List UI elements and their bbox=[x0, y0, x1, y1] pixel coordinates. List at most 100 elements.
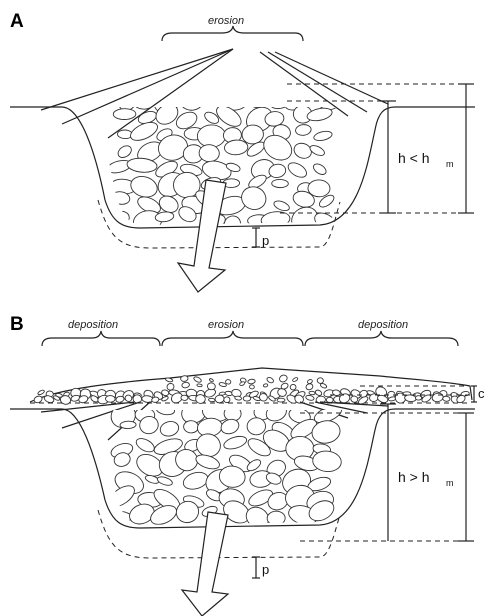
side-label-c: c bbox=[478, 386, 485, 401]
sediment-clast bbox=[113, 109, 136, 120]
sediment-clast bbox=[267, 511, 285, 526]
sediment-clast bbox=[312, 162, 328, 177]
sediment-clast bbox=[197, 384, 203, 387]
deposition-right-label: deposition bbox=[358, 319, 408, 331]
panel-a: A erosion h < h m bbox=[10, 11, 475, 292]
sediment-clast bbox=[195, 88, 202, 94]
deposition-brace-right bbox=[305, 331, 458, 346]
sediment-clast bbox=[278, 77, 285, 83]
sediment-clast bbox=[266, 376, 274, 383]
sediment-clast bbox=[314, 389, 322, 397]
sediment-clast bbox=[224, 397, 230, 403]
sediment-clast bbox=[256, 76, 268, 86]
sediment-clast bbox=[285, 59, 295, 66]
depth-label-b: h > h bbox=[398, 469, 430, 485]
sediment-clast bbox=[156, 475, 173, 487]
sediment-clast bbox=[224, 62, 233, 68]
sediment-clast bbox=[196, 85, 224, 109]
sediment-clast bbox=[269, 69, 275, 74]
sediment-clast bbox=[253, 66, 261, 74]
sediment-clast bbox=[415, 396, 421, 400]
sediment-clast bbox=[283, 82, 295, 93]
erosion-brace-b bbox=[162, 331, 303, 346]
sediment-clast bbox=[209, 378, 214, 382]
sediment-clast bbox=[245, 86, 252, 92]
sediment-clast bbox=[222, 213, 244, 234]
sediment-clast bbox=[236, 75, 246, 85]
sediment-clast bbox=[215, 76, 225, 85]
sediment-clast bbox=[222, 434, 248, 451]
sediment-clast bbox=[159, 420, 181, 439]
sediment-clast bbox=[37, 389, 45, 395]
sediment-clast bbox=[278, 374, 288, 383]
sediment-clast bbox=[213, 84, 223, 91]
sediment-clast bbox=[132, 96, 153, 111]
sediment-clast bbox=[268, 78, 276, 83]
erosion-label-b: erosion bbox=[208, 319, 244, 331]
sediment-clast bbox=[308, 144, 326, 158]
sediment-clast bbox=[305, 383, 314, 391]
erosion-brace-a bbox=[162, 26, 303, 41]
sediment-clast bbox=[207, 67, 216, 75]
sediment-clast bbox=[244, 76, 255, 85]
sediment-clast bbox=[283, 76, 293, 84]
panel-a-letter: A bbox=[10, 11, 24, 32]
sediment-clast bbox=[177, 75, 184, 80]
sediment-clast bbox=[134, 436, 156, 455]
p-label-b: p bbox=[262, 562, 269, 577]
sediment-clast bbox=[442, 396, 450, 402]
sediment-clast bbox=[292, 141, 314, 161]
deposition-brace-left bbox=[42, 331, 160, 346]
sediment-clast bbox=[273, 199, 291, 212]
sediment-clast bbox=[227, 68, 237, 75]
sediment-clast bbox=[247, 69, 254, 76]
p-label-a: p bbox=[262, 233, 269, 248]
sediment-clast bbox=[236, 86, 243, 92]
sediment-clast bbox=[317, 377, 324, 384]
sediment-clast bbox=[128, 173, 160, 200]
sediment-clast bbox=[207, 382, 216, 390]
erosion-cone-a bbox=[41, 49, 388, 138]
sediment-clast bbox=[155, 403, 175, 416]
sediment-clast bbox=[239, 381, 245, 386]
sediment-clast bbox=[224, 78, 232, 84]
sediment-clast bbox=[295, 124, 312, 136]
sediment-clast bbox=[116, 143, 134, 160]
sediment-clast bbox=[236, 57, 243, 63]
sediment-clast bbox=[177, 84, 207, 112]
sediment-clast bbox=[320, 383, 328, 389]
sediment-clast bbox=[205, 85, 213, 92]
ground-surface-a bbox=[10, 107, 475, 228]
sediment-clast bbox=[263, 383, 268, 387]
sediment-clast bbox=[208, 398, 215, 402]
sediment-clast bbox=[277, 398, 285, 402]
sediment-clast bbox=[305, 395, 314, 401]
sediment-clast bbox=[243, 396, 251, 401]
panel-b-letter: B bbox=[10, 314, 24, 335]
sediment-clast bbox=[259, 85, 265, 90]
sediment-clast bbox=[197, 124, 226, 147]
sediment-clast bbox=[237, 65, 244, 72]
panel-b: B deposition erosion deposition bbox=[10, 314, 485, 616]
sediment-clast bbox=[265, 88, 271, 92]
sediment-clast bbox=[264, 401, 289, 424]
sediment-clast bbox=[247, 418, 266, 436]
sediment-clast bbox=[105, 395, 115, 402]
sediment-clast bbox=[292, 377, 298, 382]
sediment-clast bbox=[217, 68, 223, 73]
sediment-clast bbox=[205, 78, 211, 83]
depth-label-a: h < h bbox=[398, 150, 430, 166]
sediment-clast bbox=[120, 421, 136, 429]
sediment-clast bbox=[249, 384, 254, 389]
sediment-clast bbox=[226, 85, 233, 92]
sediment-clast bbox=[181, 395, 188, 400]
sediment-clast bbox=[183, 420, 198, 433]
sediment-clast bbox=[272, 179, 289, 187]
sediment-clast bbox=[254, 59, 264, 66]
sediment-clast bbox=[248, 379, 256, 385]
sediment-clast bbox=[309, 391, 316, 395]
sediment-clast bbox=[186, 85, 194, 90]
sediment-clast bbox=[286, 160, 309, 180]
sediment-clast bbox=[180, 375, 188, 381]
sediment-clast bbox=[181, 470, 210, 492]
